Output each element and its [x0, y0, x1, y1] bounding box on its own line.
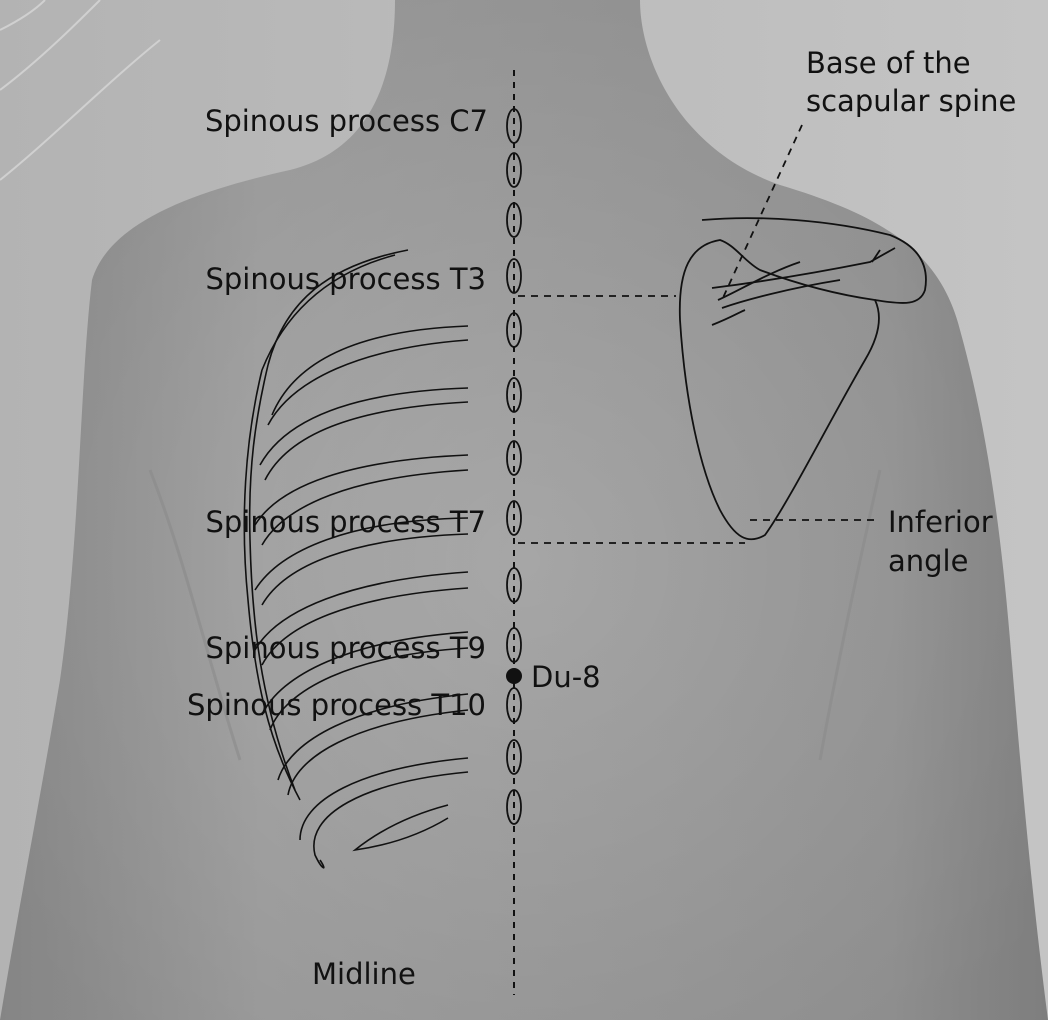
vertebra-oval	[506, 567, 522, 603]
vertebra-oval	[506, 152, 522, 188]
vertebra-oval	[506, 377, 522, 413]
rib	[299, 757, 469, 841]
label-scapular-spine-line2: scapular spine	[806, 84, 1017, 118]
rib	[269, 647, 469, 731]
vertebra-oval	[506, 440, 522, 476]
vertebra-oval	[506, 500, 522, 536]
scapular-spine-pointer	[721, 124, 803, 301]
rib	[271, 325, 469, 416]
vertebra-oval	[506, 739, 522, 775]
vertebra-oval	[506, 312, 522, 348]
rib	[261, 469, 469, 546]
rib	[248, 364, 296, 791]
scapula	[678, 217, 927, 541]
vertebra-oval	[506, 687, 522, 723]
label-t9: Spinous process T9	[205, 631, 486, 665]
vertebra-oval	[506, 627, 522, 663]
spinous-processes	[506, 108, 522, 825]
vertebra-oval	[506, 258, 522, 294]
du8-point	[506, 668, 522, 684]
rib	[261, 587, 469, 666]
label-scapular-spine-line1: Base of the	[806, 46, 971, 80]
rib	[254, 517, 469, 591]
rib	[243, 369, 301, 801]
label-inferior-angle-line2: angle	[888, 544, 969, 578]
label-du8: Du-8	[531, 660, 601, 694]
rib	[259, 387, 469, 466]
rib	[313, 771, 469, 869]
rib	[287, 709, 469, 796]
label-t7: Spinous process T7	[205, 505, 486, 539]
rib	[277, 693, 469, 781]
label-inferior-angle-line1: Inferior	[888, 505, 993, 539]
rib	[261, 631, 469, 716]
rib	[254, 454, 469, 526]
label-midline: Midline	[312, 957, 416, 991]
vertebra-oval	[506, 202, 522, 238]
rib	[254, 571, 469, 651]
rib	[261, 533, 469, 606]
vertebra-oval	[506, 789, 522, 825]
label-t3: Spinous process T3	[205, 262, 486, 296]
rib	[261, 254, 396, 371]
vertebra-oval	[506, 108, 522, 144]
label-c7: Spinous process C7	[204, 104, 488, 138]
ribcage	[243, 249, 469, 869]
rib	[264, 401, 469, 481]
right-arm-crease	[818, 469, 882, 761]
rib	[352, 804, 449, 852]
left-arm-crease	[148, 469, 242, 761]
scapular-spine	[701, 217, 927, 304]
leader-lines	[518, 124, 880, 544]
label-t10: Spinous process T10	[187, 688, 486, 722]
rib	[267, 339, 469, 426]
